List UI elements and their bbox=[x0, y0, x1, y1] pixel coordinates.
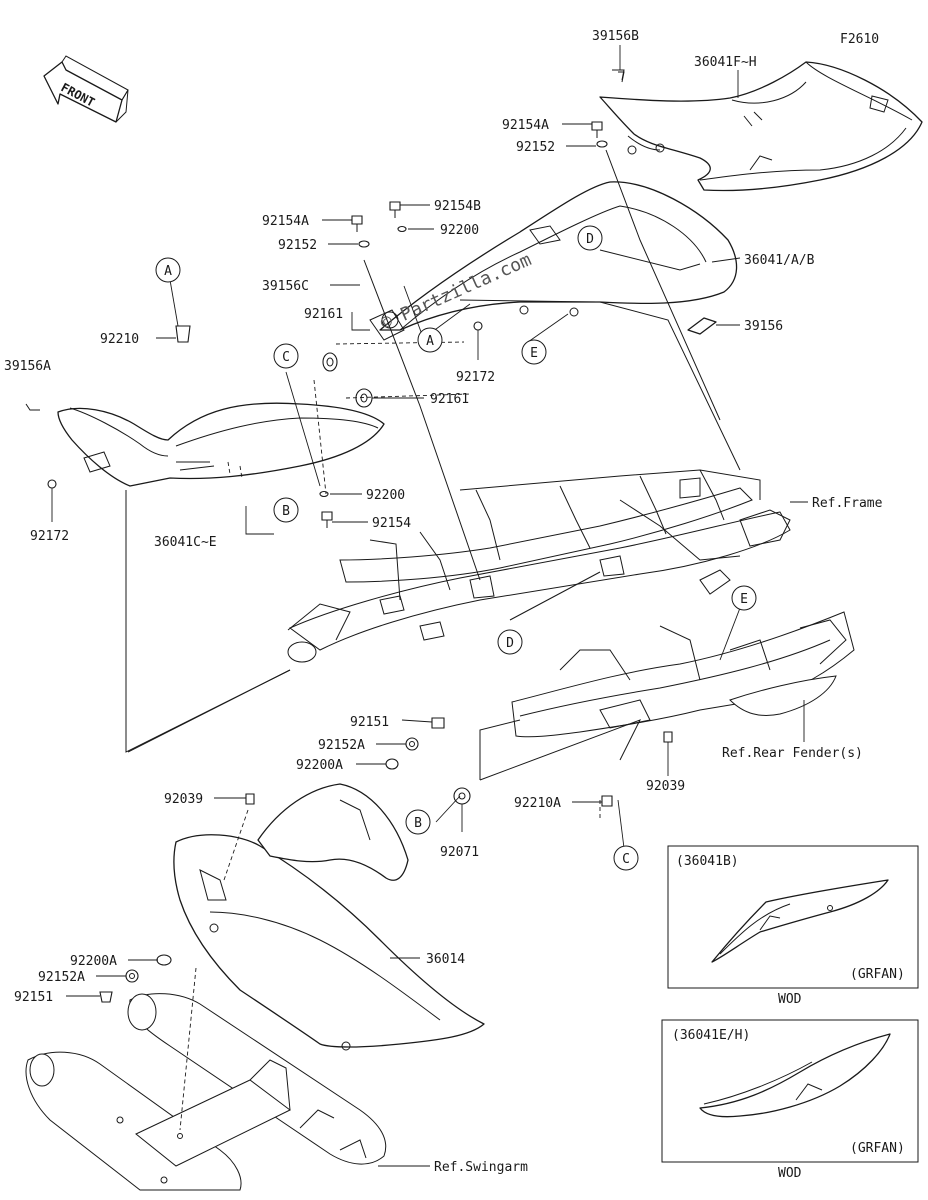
label-36014: 36014 bbox=[426, 952, 465, 967]
svg-text:C: C bbox=[282, 350, 290, 365]
inset-36041E-H-color: (GRFAN) bbox=[850, 1141, 905, 1156]
label-36041-A-B: 36041/A/B bbox=[744, 253, 815, 268]
label-92151-b: 92151 bbox=[14, 990, 53, 1005]
swingarm-reference bbox=[25, 993, 387, 1191]
rear-fender-reference bbox=[511, 611, 855, 738]
callout-C-low: C bbox=[613, 845, 639, 871]
label-92154A-mid: 92154A bbox=[262, 214, 309, 229]
label-92210A: 92210A bbox=[514, 796, 561, 811]
callout-C-left: C bbox=[273, 343, 299, 369]
callout-E-top: E bbox=[521, 339, 547, 365]
label-92200A-b: 92200A bbox=[70, 954, 117, 969]
inset-36041E-H-caption: WOD bbox=[778, 1166, 802, 1181]
label-92200-mid: 92200 bbox=[440, 223, 479, 238]
chain-guard-36014 bbox=[173, 783, 485, 1051]
inset-36041B-caption: WOD bbox=[778, 992, 802, 1007]
frame-reference bbox=[287, 469, 791, 663]
callout-A-top: A bbox=[155, 257, 181, 283]
svg-text:B: B bbox=[282, 504, 290, 519]
label-36041C-E: 36041C~E bbox=[154, 535, 217, 550]
leader-lines bbox=[51, 45, 808, 1167]
label-92154B: 92154B bbox=[434, 199, 481, 214]
label-92172-mid: 92172 bbox=[456, 370, 495, 385]
label-92200-low: 92200 bbox=[366, 488, 405, 503]
side-cover-left bbox=[57, 402, 385, 487]
svg-text:D: D bbox=[506, 636, 514, 651]
label-92210: 92210 bbox=[100, 332, 139, 347]
front-arrow-icon: FRONT bbox=[43, 55, 129, 123]
inset-36041B: (36041B) (GRFAN) bbox=[667, 845, 919, 989]
callout-D-top: D bbox=[577, 225, 603, 251]
svg-text:A: A bbox=[426, 334, 434, 349]
side-cover-upper bbox=[369, 181, 738, 341]
svg-text:D: D bbox=[586, 232, 594, 247]
label-92152-top: 92152 bbox=[516, 140, 555, 155]
inset-36041B-part: (36041B) bbox=[676, 854, 739, 869]
hardware-parts bbox=[25, 71, 673, 1003]
label-36041F-H: 36041F~H bbox=[694, 55, 757, 70]
label-92152A-a: 92152A bbox=[318, 738, 365, 753]
label-ref-rear-fender: Ref.Rear Fender(s) bbox=[722, 746, 863, 761]
inset-36041B-color: (GRFAN) bbox=[850, 967, 905, 982]
svg-text:B: B bbox=[414, 816, 422, 831]
callout-E-low: E bbox=[731, 585, 757, 611]
label-92154A-top: 92154A bbox=[502, 118, 549, 133]
label-92039-left: 92039 bbox=[164, 792, 203, 807]
figure-id: F2610 bbox=[840, 32, 879, 47]
bracket-39156 bbox=[687, 317, 717, 335]
seat-cowl-upper-assembly bbox=[599, 61, 923, 192]
label-39156: 39156 bbox=[744, 319, 783, 334]
svg-text:A: A bbox=[164, 264, 172, 279]
label-39156A: 39156A bbox=[4, 359, 51, 374]
label-92039-right: 92039 bbox=[646, 779, 685, 794]
svg-text:C: C bbox=[622, 852, 630, 867]
callout-A-mid: A bbox=[417, 327, 443, 353]
label-92152A-b: 92152A bbox=[38, 970, 85, 985]
inset-36041E-H: (36041E/H) (GRFAN) bbox=[661, 1019, 919, 1163]
label-39156B: 39156B bbox=[592, 29, 639, 44]
label-39156C: 39156C bbox=[262, 279, 309, 294]
label-92154: 92154 bbox=[372, 516, 411, 531]
inset-36041E-H-part: (36041E/H) bbox=[672, 1028, 750, 1043]
callout-B-low: B bbox=[405, 809, 431, 835]
label-92071: 92071 bbox=[440, 845, 479, 860]
svg-text:E: E bbox=[530, 346, 538, 361]
label-ref-frame: Ref.Frame bbox=[812, 496, 883, 511]
label-92200A-a: 92200A bbox=[296, 758, 343, 773]
label-92151-a: 92151 bbox=[350, 715, 389, 730]
callout-D-mid: D bbox=[497, 629, 523, 655]
label-92161-a: 92161 bbox=[304, 307, 343, 322]
callout-B-left: B bbox=[273, 497, 299, 523]
svg-text:E: E bbox=[740, 592, 748, 607]
label-92161-b: 92161 bbox=[430, 392, 469, 407]
label-ref-swingarm: Ref.Swingarm bbox=[434, 1160, 528, 1175]
label-92152-mid: 92152 bbox=[278, 238, 317, 253]
assembly-lines bbox=[125, 149, 741, 1131]
label-92172-left: 92172 bbox=[30, 529, 69, 544]
